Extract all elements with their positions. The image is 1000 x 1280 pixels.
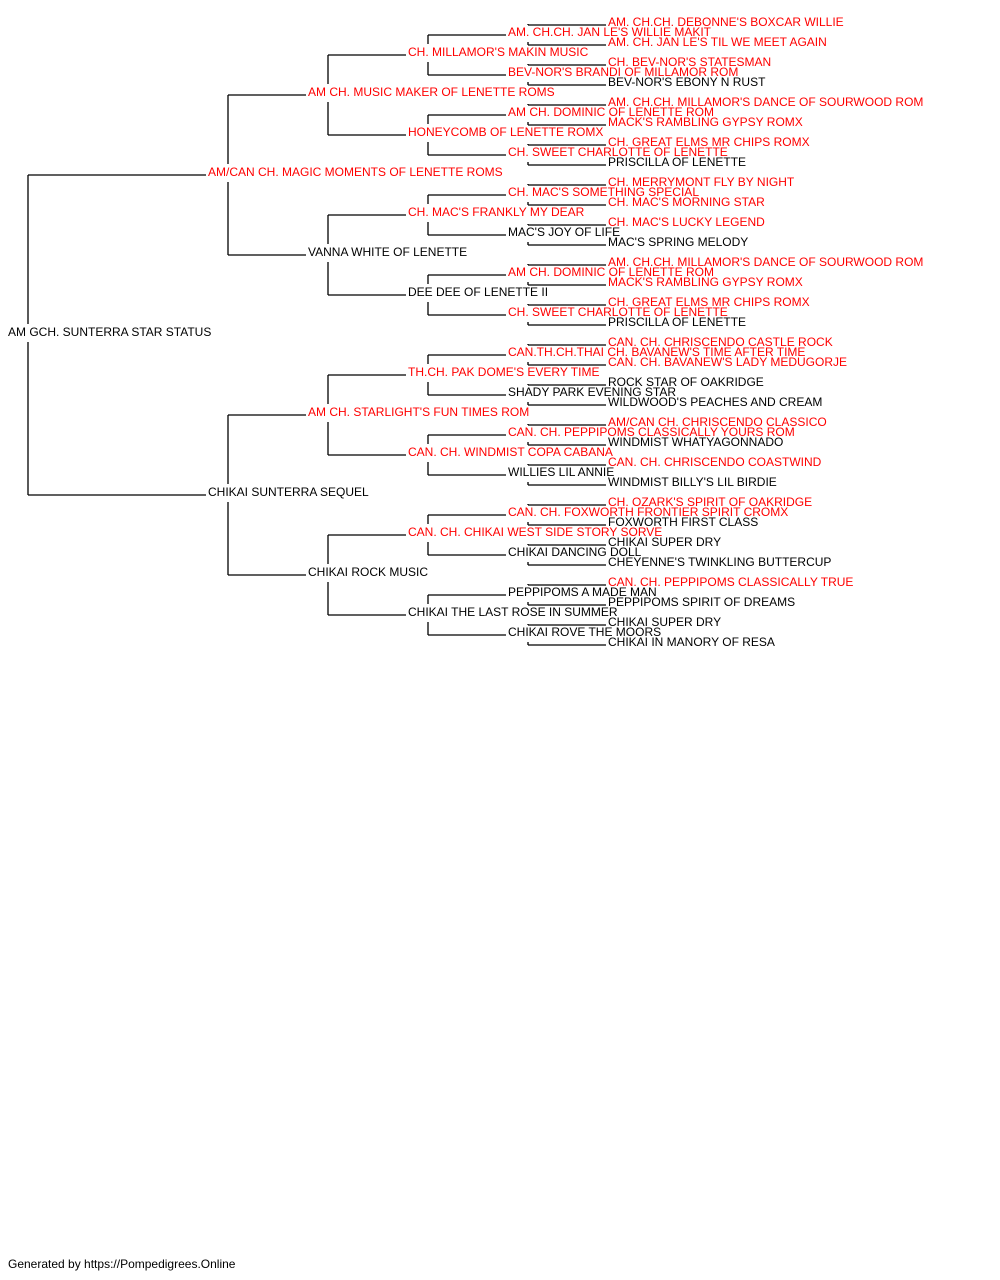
gg-grandparent-dam-name: WILLIES LIL ANNIE bbox=[508, 465, 615, 479]
subject-dog-name: AM GCH. SUNTERRA STAR STATUS bbox=[8, 325, 212, 339]
gg-grandparent-dam-name: MAC'S JOY OF LIFE bbox=[508, 225, 621, 239]
gg-grandparent-dam-name: CH. SWEET CHARLOTTE OF LENETTE bbox=[508, 145, 728, 159]
ggg-grandparent-dam-name: FOXWORTH FIRST CLASS bbox=[608, 515, 759, 529]
gg-grandparent-sire-name: AM CH. DOMINIC OF LENETTE ROM bbox=[508, 265, 715, 279]
great-grandparent-dam-name: CAN. CH. WINDMIST COPA CABANA bbox=[408, 445, 613, 459]
ggg-grandparent-dam-name: PRISCILLA OF LENETTE bbox=[608, 155, 747, 169]
ggg-grandparent-sire-name: AM. CH.CH. MILLAMOR'S DANCE OF SOURWOOD … bbox=[608, 95, 924, 109]
gg-grandparent-sire-name: CAN. CH. FOXWORTH FRONTIER SPIRIT CROMX bbox=[508, 505, 789, 519]
ggg-grandparent-sire-name: CH. OZARK'S SPIRIT OF OAKRIDGE bbox=[608, 495, 813, 509]
ggg-grandparent-dam-name: BEV-NOR'S EBONY N RUST bbox=[608, 75, 766, 89]
ggg-grandparent-dam-name: WINDMIST BILLY'S LIL BIRDIE bbox=[608, 475, 777, 489]
ggg-grandparent-sire-name: CH. BEV-NOR'S STATESMAN bbox=[608, 55, 772, 69]
ggg-grandparent-dam-name: CAN. CH. BAVANEW'S LADY MEDUGORJE bbox=[608, 355, 847, 369]
ggg-grandparent-sire-name: CAN. CH. PEPPIPOMS CLASSICALLY TRUE bbox=[608, 575, 854, 589]
great-grandparent-sire-name: CH. MILLAMOR'S MAKIN MUSIC bbox=[408, 45, 589, 59]
grandparent-dam-name: VANNA WHITE OF LENETTE bbox=[308, 245, 468, 259]
gg-grandparent-sire-name: AM CH. DOMINIC OF LENETTE ROM bbox=[508, 105, 715, 119]
gg-grandparent-dam-name: CHIKAI ROVE THE MOORS bbox=[508, 625, 662, 639]
ggg-grandparent-dam-name: AM. CH. JAN LE'S TIL WE MEET AGAIN bbox=[608, 35, 827, 49]
grandparent-sire-name: AM CH. MUSIC MAKER OF LENETTE ROMS bbox=[308, 85, 555, 99]
grandparent-dam-name: CHIKAI ROCK MUSIC bbox=[308, 565, 429, 579]
ggg-grandparent-dam-name: WINDMIST WHATYAGONNADO bbox=[608, 435, 784, 449]
ggg-grandparent-sire-name: CH. GREAT ELMS MR CHIPS ROMX bbox=[608, 135, 810, 149]
ggg-grandparent-sire-name: AM. CH.CH. DEBONNE'S BOXCAR WILLIE bbox=[608, 15, 844, 29]
ggg-grandparent-dam-name: PEPPIPOMS SPIRIT OF DREAMS bbox=[608, 595, 796, 609]
ggg-grandparent-dam-name: CHEYENNE'S TWINKLING BUTTERCUP bbox=[608, 555, 832, 569]
ggg-grandparent-dam-name: MACK'S RAMBLING GYPSY ROMX bbox=[608, 115, 803, 129]
gg-grandparent-dam-name: CHIKAI DANCING DOLL bbox=[508, 545, 642, 559]
gg-grandparent-dam-name: BEV-NOR'S BRANDI OF MILLAMOR ROM bbox=[508, 65, 739, 79]
gg-grandparent-dam-name: SHADY PARK EVENING STAR bbox=[508, 385, 677, 399]
gg-grandparent-sire-name: CAN. CH. PEPPIPOMS CLASSICALLY YOURS ROM bbox=[508, 425, 795, 439]
parent-dam-name: CHIKAI SUNTERRA SEQUEL bbox=[208, 485, 369, 499]
gg-grandparent-dam-name: CH. SWEET CHARLOTTE OF LENETTE bbox=[508, 305, 728, 319]
ggg-grandparent-sire-name: CAN. CH. CHRISCENDO CASTLE ROCK bbox=[608, 335, 833, 349]
ggg-grandparent-dam-name: WILDWOOD'S PEACHES AND CREAM bbox=[608, 395, 823, 409]
ggg-grandparent-sire-name: AM/CAN CH. CHRISCENDO CLASSICO bbox=[608, 415, 827, 429]
ggg-grandparent-sire-name: CH. MAC'S LUCKY LEGEND bbox=[608, 215, 765, 229]
great-grandparent-sire-name: CH. MAC'S FRANKLY MY DEAR bbox=[408, 205, 585, 219]
grandparent-sire-name: AM CH. STARLIGHT'S FUN TIMES ROM bbox=[308, 405, 530, 419]
ggg-grandparent-sire-name: CHIKAI SUPER DRY bbox=[608, 535, 722, 549]
ggg-grandparent-dam-name: PRISCILLA OF LENETTE bbox=[608, 315, 747, 329]
ggg-grandparent-sire-name: ROCK STAR OF OAKRIDGE bbox=[608, 375, 764, 389]
ggg-grandparent-sire-name: AM. CH.CH. MILLAMOR'S DANCE OF SOURWOOD … bbox=[608, 255, 924, 269]
great-grandparent-sire-name: CAN. CH. CHIKAI WEST SIDE STORY SORVE bbox=[408, 525, 663, 539]
great-grandparent-dam-name: CHIKAI THE LAST ROSE IN SUMMER bbox=[408, 605, 618, 619]
gg-grandparent-sire-name: CH. MAC'S SOMETHING SPECIAL bbox=[508, 185, 699, 199]
ggg-grandparent-sire-name: CH. GREAT ELMS MR CHIPS ROMX bbox=[608, 295, 810, 309]
ggg-grandparent-dam-name: CHIKAI IN MANORY OF RESA bbox=[608, 635, 775, 649]
great-grandparent-sire-name: TH.CH. PAK DOME'S EVERY TIME bbox=[408, 365, 600, 379]
gg-grandparent-sire-name: CAN.TH.CH.THAI CH. BAVANEW'S TIME AFTER … bbox=[508, 345, 806, 359]
gg-grandparent-sire-name: AM. CH.CH. JAN LE'S WILLIE MAKIT bbox=[508, 25, 711, 39]
ggg-grandparent-dam-name: MACK'S RAMBLING GYPSY ROMX bbox=[608, 275, 803, 289]
ggg-grandparent-sire-name: CH. MERRYMONT FLY BY NIGHT bbox=[608, 175, 795, 189]
ggg-grandparent-dam-name: MAC'S SPRING MELODY bbox=[608, 235, 749, 249]
ggg-grandparent-dam-name: CH. MAC'S MORNING STAR bbox=[608, 195, 765, 209]
ggg-grandparent-sire-name: CAN. CH. CHRISCENDO COASTWIND bbox=[608, 455, 822, 469]
great-grandparent-dam-name: DEE DEE OF LENETTE II bbox=[408, 285, 549, 299]
generated-by-footer: Generated by https://Pompedigrees.Online bbox=[8, 1257, 236, 1271]
gg-grandparent-sire-name: PEPPIPOMS A MADE MAN bbox=[508, 585, 657, 599]
parent-sire-name: AM/CAN CH. MAGIC MOMENTS OF LENETTE ROMS bbox=[208, 165, 503, 179]
great-grandparent-dam-name: HONEYCOMB OF LENETTE ROMX bbox=[408, 125, 604, 139]
ggg-grandparent-sire-name: CHIKAI SUPER DRY bbox=[608, 615, 722, 629]
